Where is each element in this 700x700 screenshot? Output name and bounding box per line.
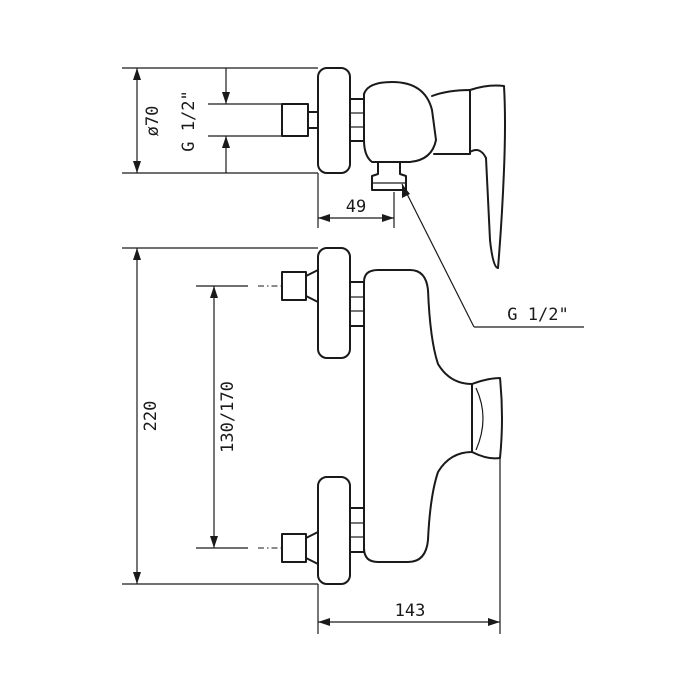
upper-inlet-fitting (281, 271, 307, 301)
offset-label: 49 (346, 197, 366, 217)
top-inlet-fitting (281, 103, 309, 137)
mixer-body (363, 269, 473, 563)
mixer-handle (471, 377, 503, 460)
center-distance-label: 130/170 (218, 381, 238, 453)
lower-nut (349, 507, 365, 553)
outlet-thread-label: G 1/2" (507, 305, 568, 325)
top-lever-neck (431, 89, 471, 155)
top-outlet-nozzle (371, 161, 407, 191)
top-mixer-body (363, 81, 437, 163)
lower-wall-flange (317, 476, 351, 585)
upper-nut (349, 281, 365, 327)
top-wall-flange (317, 67, 351, 174)
lower-inlet-fitting (281, 533, 307, 563)
top-view: ø70 G 1/2" 49 G 1/2" (122, 67, 584, 328)
depth-label: 143 (395, 601, 426, 621)
height-label: 220 (141, 401, 161, 432)
bottom-view: 220 130/170 143 (122, 247, 503, 634)
diameter-label: ø70 (143, 106, 163, 137)
top-lever-handle (469, 84, 506, 269)
top-nut (349, 98, 365, 142)
inlet-thread-label: G 1/2" (179, 90, 199, 151)
upper-wall-flange (317, 247, 351, 359)
